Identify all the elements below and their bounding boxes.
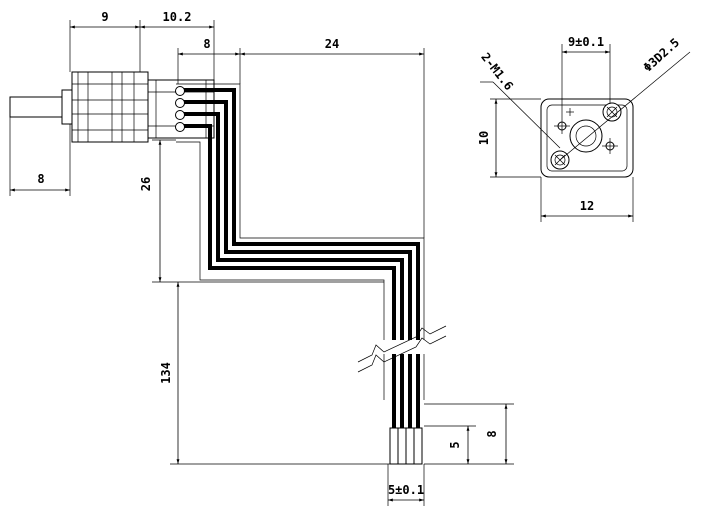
flex-cable-outline [176,83,425,400]
dim-134-label: 134 [159,362,173,384]
gearbox-body [71,71,149,143]
dim-8-right-label: 8 [485,430,499,437]
dim-10-2-label: 10.2 [163,10,192,24]
screw-hole-top-right [602,102,622,122]
mount-hole-bottom-right [602,138,618,154]
motor-side-view [9,71,215,143]
hole-callout-label: Φ3D2.5 [641,35,683,74]
mount-hole-top-left [554,118,570,134]
end-plate-inner [546,104,628,172]
dim-9-tol-label: 9±0.1 [568,35,604,49]
center-boss [569,119,603,153]
dim-24-label: 24 [325,37,339,51]
shaft-collar [61,89,73,125]
trace-2 [180,100,412,462]
output-shaft [9,96,69,118]
dim-9-label: 9 [101,10,108,24]
trace-4 [180,124,396,462]
exposed-contacts [389,427,423,465]
dim-8-left-label: 8 [37,172,44,186]
solder-pads [175,86,185,132]
dim-5-tol-label: 5±0.1 [388,483,424,497]
trace-1 [180,88,420,462]
dim-10-end-label: 10 [477,131,491,145]
end-view: 2-M1.6 Φ3D2.5 9±0.1 10 12 [477,35,691,222]
dim-12-label: 12 [580,199,594,213]
dim-5-label: 5 [448,441,462,448]
flex-cable [175,83,447,465]
dim-8-top-label: 8 [203,37,210,51]
break-line [357,325,447,373]
trace-3 [180,112,404,462]
dim-26-label: 26 [139,177,153,191]
side-dimensions: 9 10.2 8 24 8 26 134 5 8 5±0.1 [9,10,514,506]
